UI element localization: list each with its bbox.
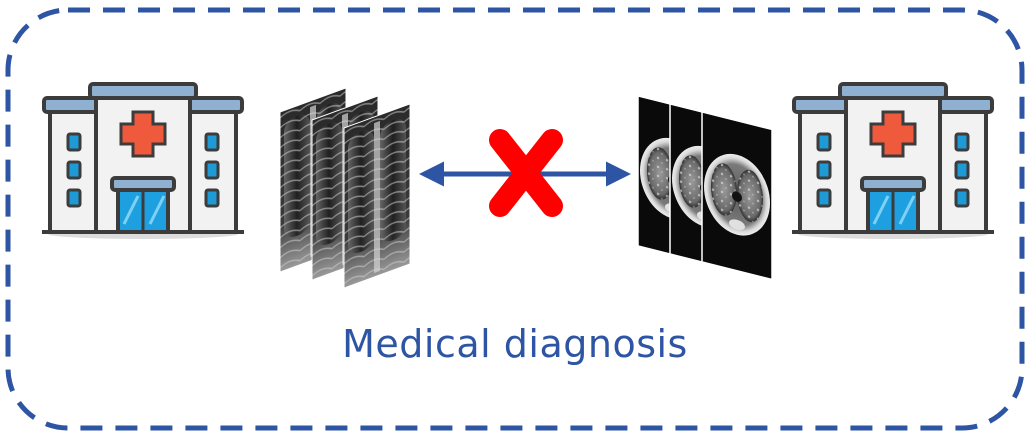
chest-xray-stack	[280, 88, 410, 288]
diagram-caption: Medical diagnosis	[0, 322, 1030, 366]
left-hospital-icon	[42, 84, 244, 239]
right-hospital-icon	[792, 84, 994, 239]
chest-ct-scan-stack	[638, 96, 772, 279]
ct-image-3	[702, 112, 772, 279]
xray-image-3	[344, 104, 410, 288]
